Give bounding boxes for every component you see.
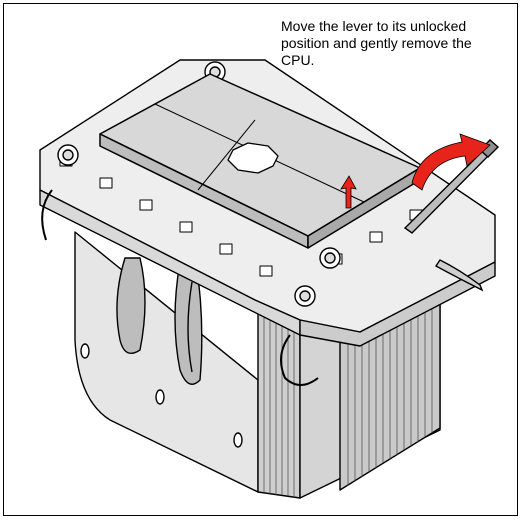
lift-arrow-icon xyxy=(340,175,357,209)
caption-line-2: position and gently remove the xyxy=(281,35,472,51)
caption-line-1: Move the lever to its unlocked xyxy=(281,18,467,34)
caption-line-3: CPU. xyxy=(281,52,315,68)
instruction-caption: Move the lever to its unlocked position … xyxy=(281,18,517,69)
heatsink-icon xyxy=(74,231,441,499)
rotate-arrow-icon xyxy=(411,133,491,191)
cpu-icon xyxy=(99,73,421,249)
lever-icon xyxy=(403,139,500,292)
